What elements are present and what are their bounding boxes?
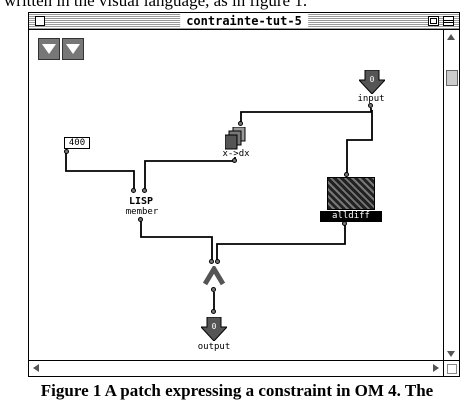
zoom-box[interactable] bbox=[428, 16, 439, 26]
scroll-right-arrow-icon[interactable] bbox=[433, 364, 439, 372]
wire-input-to-xdx bbox=[240, 108, 372, 125]
and-inlet-2[interactable] bbox=[215, 259, 220, 264]
svg-text:0: 0 bbox=[370, 75, 375, 84]
member-inlet-2[interactable] bbox=[142, 188, 147, 193]
patch-window: contrainte-tut-5 bbox=[28, 12, 460, 377]
window-title: contrainte-tut-5 bbox=[180, 14, 308, 28]
wire-member-to-and bbox=[140, 220, 213, 260]
close-box[interactable] bbox=[35, 16, 45, 26]
and-icon[interactable] bbox=[203, 266, 225, 286]
patch-canvas[interactable]: 0 input x->dx 400 LISP member alldiff bbox=[29, 30, 443, 361]
output-box-icon[interactable]: 0 bbox=[201, 317, 227, 341]
vertical-scroll-thumb[interactable] bbox=[446, 70, 458, 86]
xdx-outlet[interactable] bbox=[232, 158, 237, 163]
wire-number-to-member bbox=[65, 151, 135, 190]
and-inlet-1[interactable] bbox=[209, 259, 214, 264]
toolbar-button-1[interactable] bbox=[38, 38, 60, 60]
output-label: output bbox=[197, 342, 231, 352]
vertical-scrollbar[interactable] bbox=[443, 30, 459, 361]
collapse-box[interactable] bbox=[443, 16, 454, 26]
member-inlet-1[interactable] bbox=[131, 188, 136, 193]
alldiff-label: alldiff bbox=[320, 211, 382, 222]
input-box-icon[interactable]: 0 bbox=[359, 70, 385, 94]
title-bar[interactable]: contrainte-tut-5 bbox=[29, 13, 459, 30]
alldiff-inlet[interactable] bbox=[344, 172, 349, 177]
wire-input-to-alldiff bbox=[346, 110, 373, 175]
down-arrow-icon bbox=[42, 44, 56, 54]
xdx-icon[interactable] bbox=[225, 127, 247, 151]
down-arrow-icon bbox=[66, 44, 80, 54]
number-box[interactable]: 400 bbox=[64, 137, 90, 149]
lisp-box[interactable]: LISP bbox=[128, 196, 154, 207]
input-outlet[interactable] bbox=[368, 103, 373, 108]
toolbar-button-2[interactable] bbox=[62, 38, 84, 60]
scroll-down-arrow-icon[interactable] bbox=[447, 351, 455, 357]
wire-alldiff-to-and bbox=[216, 222, 346, 260]
scroll-up-arrow-icon[interactable] bbox=[447, 34, 455, 40]
caption-top: written in the visual language, as in fi… bbox=[4, 0, 308, 10]
caption-bottom: Figure 1 A patch expressing a constraint… bbox=[40, 381, 434, 400]
alldiff-outlet[interactable] bbox=[342, 221, 347, 226]
resize-grip[interactable] bbox=[443, 360, 459, 376]
member-outlet[interactable] bbox=[138, 217, 143, 222]
alldiff-icon[interactable] bbox=[327, 177, 375, 210]
wire-xdx-to-member bbox=[144, 157, 236, 190]
xdx-label: x->dx bbox=[222, 149, 250, 159]
input-label: input bbox=[357, 94, 385, 104]
member-label: member bbox=[125, 207, 159, 217]
output-inlet[interactable] bbox=[211, 309, 216, 314]
scroll-left-arrow-icon[interactable] bbox=[33, 364, 39, 372]
and-outlet[interactable] bbox=[211, 287, 216, 292]
horizontal-scrollbar[interactable] bbox=[29, 360, 443, 376]
number-outlet[interactable] bbox=[64, 149, 69, 154]
xdx-inlet[interactable] bbox=[238, 121, 243, 126]
svg-text:0: 0 bbox=[212, 322, 217, 331]
